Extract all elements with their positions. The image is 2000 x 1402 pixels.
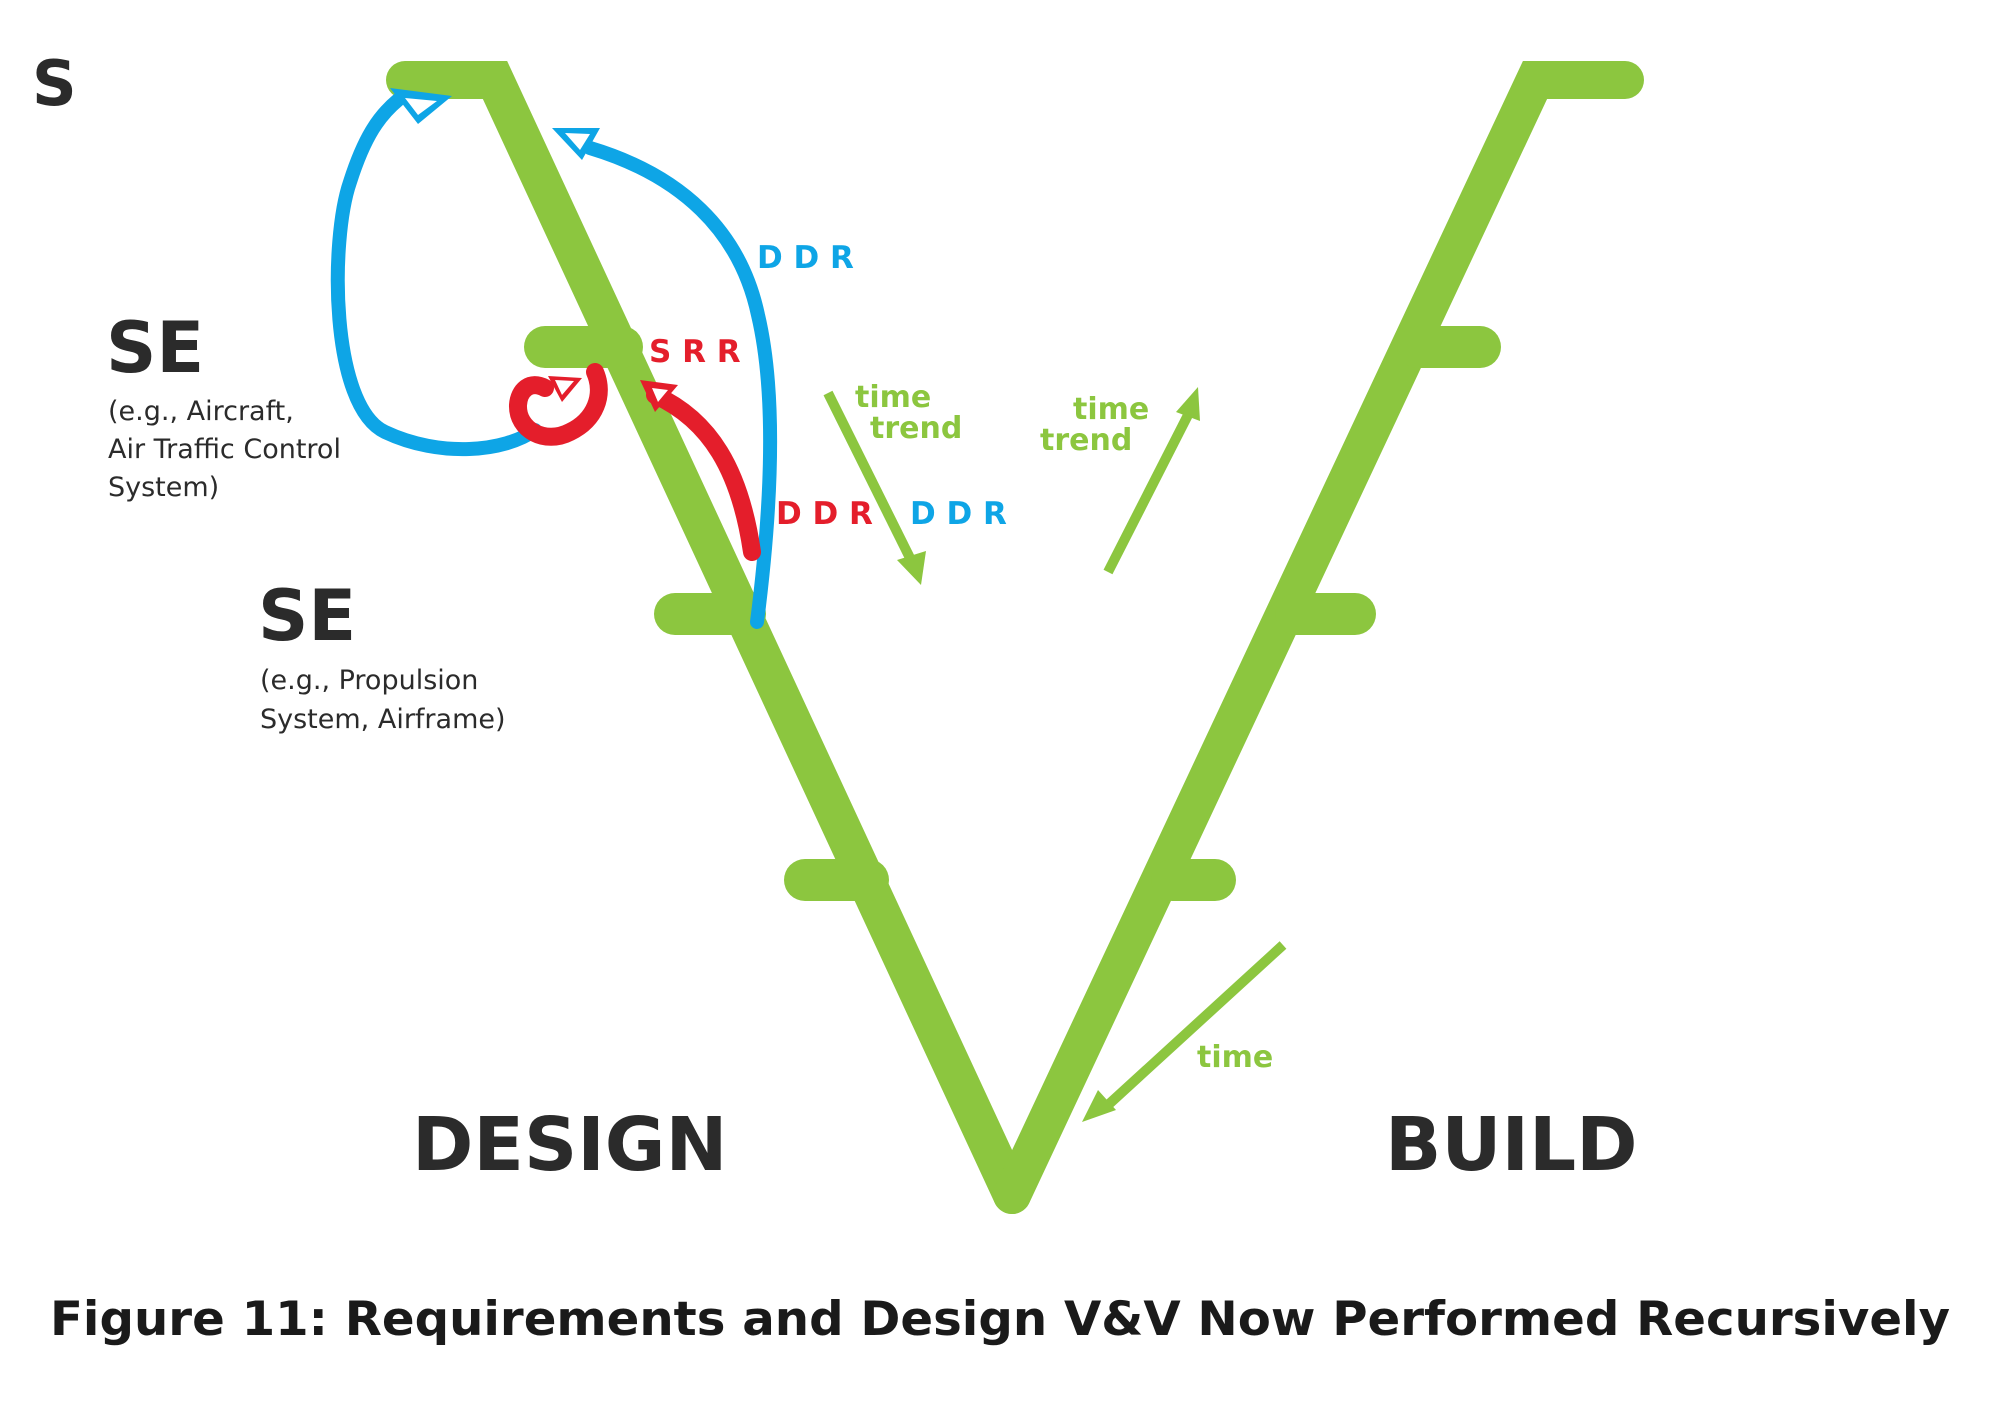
label-level-se-upper: SE [106, 307, 204, 389]
blue-loop-left [330, 88, 542, 457]
label-level-s: S [32, 47, 77, 120]
time-trend-up-arrow [1103, 412, 1193, 575]
label-phase-design: DESIGN [412, 1102, 727, 1188]
v-left-arm [386, 61, 1031, 1214]
time-trend-down-arrow [823, 390, 916, 563]
label-level-se-upper-example-2: Air Traffic Control [108, 434, 341, 465]
label-level-se-lower-example-1: (e.g., Propulsion [260, 665, 478, 696]
label-level-se-upper-example-1: (e.g., Aircraft, [108, 396, 294, 427]
red-loop-se [509, 363, 608, 446]
label-ddr-red: D D R [776, 496, 873, 532]
trend-arrows [823, 387, 1287, 1122]
label-srr-red: S R R [649, 334, 741, 370]
v-shape [386, 61, 1644, 1214]
label-ddr-blue-top: D D R [757, 240, 854, 276]
label-phase-build: BUILD [1385, 1102, 1638, 1188]
label-time-bottom: time [1197, 1040, 1273, 1075]
label-time-trend-down-2: trend [870, 411, 962, 446]
blue-arc-ddr [552, 128, 778, 629]
label-time-trend-down-1: time [855, 380, 931, 415]
v-right-arm [993, 61, 1644, 1214]
label-level-se-lower: SE [258, 575, 356, 657]
label-ddr-blue-mid: D D R [910, 496, 1007, 532]
time-arrow-bottom [1104, 941, 1287, 1109]
label-time-trend-up-2: trend [1040, 423, 1132, 458]
figure-caption: Figure 11: Requirements and Design V&V N… [50, 1292, 1950, 1347]
label-time-trend-up-1: time [1073, 392, 1149, 427]
label-level-se-upper-example-3: System) [108, 472, 219, 503]
red-arc-srr-ddr [640, 380, 761, 561]
label-level-se-lower-example-2: System, Airframe) [260, 704, 506, 735]
